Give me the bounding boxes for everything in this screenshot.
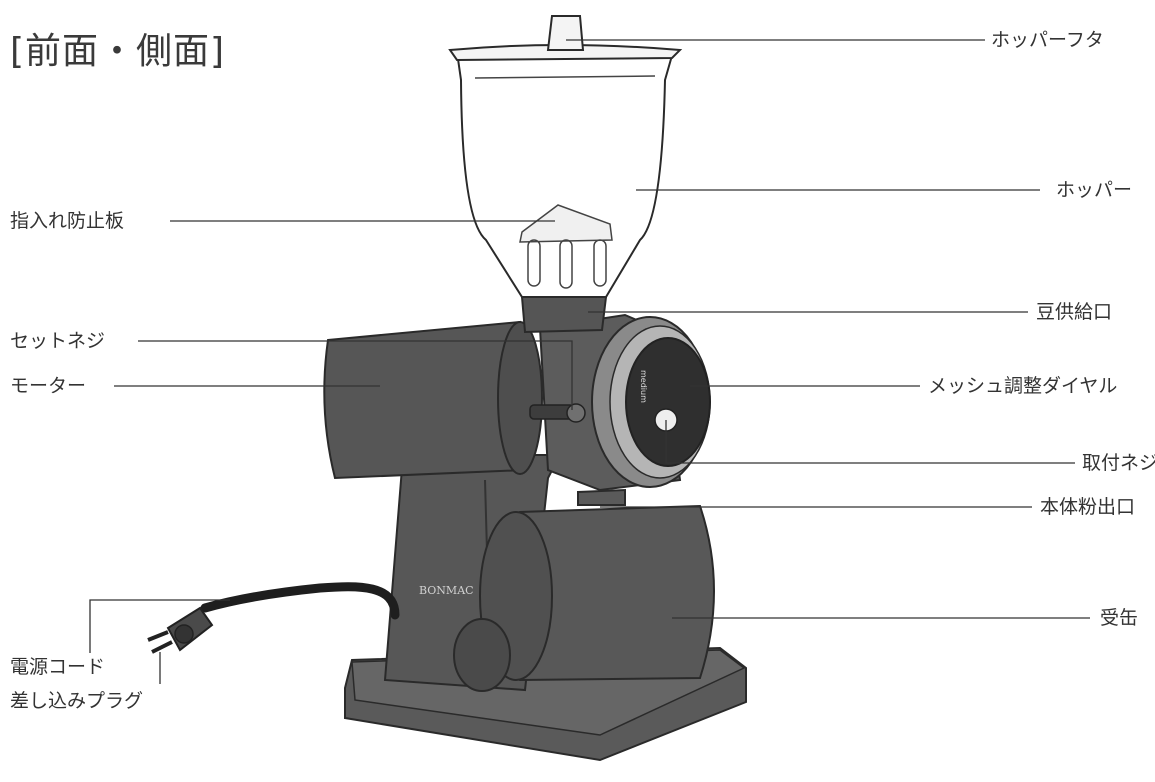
hopper-rim-line — [474, 75, 656, 79]
mesh-dial-face — [625, 337, 711, 467]
label-plug: 差し込みプラグ — [10, 690, 144, 712]
brand-logo-text: BONMAC — [419, 584, 474, 597]
plug-button — [174, 624, 194, 644]
power-cord-line — [200, 582, 400, 620]
leader-mount-screw — [665, 420, 1075, 464]
motor-end — [497, 321, 543, 475]
label-mesh-dial: メッシュ調整ダイヤル — [928, 375, 1118, 397]
finger-guard-bar-3 — [593, 239, 607, 287]
leader-set-screw — [138, 340, 573, 410]
hopper-lid-knob — [546, 15, 585, 51]
bean-inlet-neck — [520, 296, 608, 334]
set-screw-knob — [566, 403, 586, 423]
hopper-body — [455, 51, 675, 298]
leader-lines — [89, 39, 1090, 684]
leader-power-cord — [89, 599, 230, 653]
dial-scale-text: medium — [639, 370, 648, 403]
label-mount-screw: 取付ネジ — [1082, 452, 1155, 474]
label-motor: モーター — [10, 375, 87, 397]
plug-prongs — [147, 630, 173, 654]
label-powder-outlet: 本体粉出口 — [1040, 496, 1136, 518]
receiver-knob — [453, 618, 511, 692]
label-hopper: ホッパー — [1056, 179, 1133, 201]
page-title: [前面・側面] — [10, 31, 226, 72]
finger-guard-cap — [519, 204, 613, 243]
label-power-cord: 電源コード — [10, 656, 106, 678]
label-hopper-lid: ホッパーフタ — [991, 29, 1104, 51]
finger-guard-bar-2 — [559, 239, 573, 289]
finger-guard-bar-1 — [527, 239, 541, 287]
label-set-screw: セットネジ — [10, 330, 106, 352]
label-finger-guard: 指入れ防止板 — [10, 210, 125, 232]
label-receiver: 受缶 — [1100, 607, 1139, 629]
powder-outlet — [577, 488, 626, 506]
motor-body — [323, 320, 527, 480]
hopper-lid — [448, 44, 683, 62]
label-bean-inlet: 豆供給口 — [1036, 301, 1113, 323]
